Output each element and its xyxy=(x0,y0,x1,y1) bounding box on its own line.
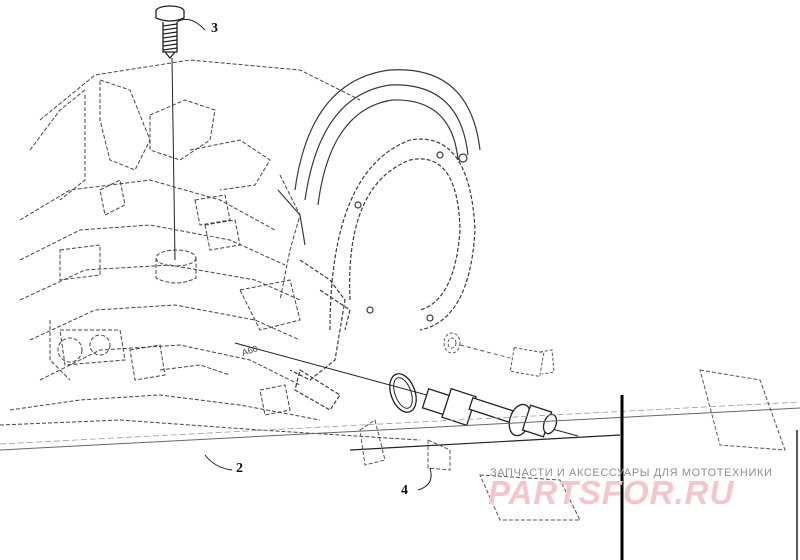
watermark-text: ЗАПЧАСТИ И АКСЕССУАРЫ ДЛЯ МОТОТЕХНИКИ xyxy=(490,467,773,479)
screw-part xyxy=(155,5,185,60)
watermark-logo: PARTSFOR.RU xyxy=(488,474,735,511)
engine-marking: A60 xyxy=(241,343,259,357)
callout-4: 4 xyxy=(401,483,408,498)
o-ring-part xyxy=(389,373,417,413)
callout-2: 2 xyxy=(236,461,243,476)
sensor-part xyxy=(421,387,558,438)
callout-3: 3 xyxy=(211,21,218,36)
